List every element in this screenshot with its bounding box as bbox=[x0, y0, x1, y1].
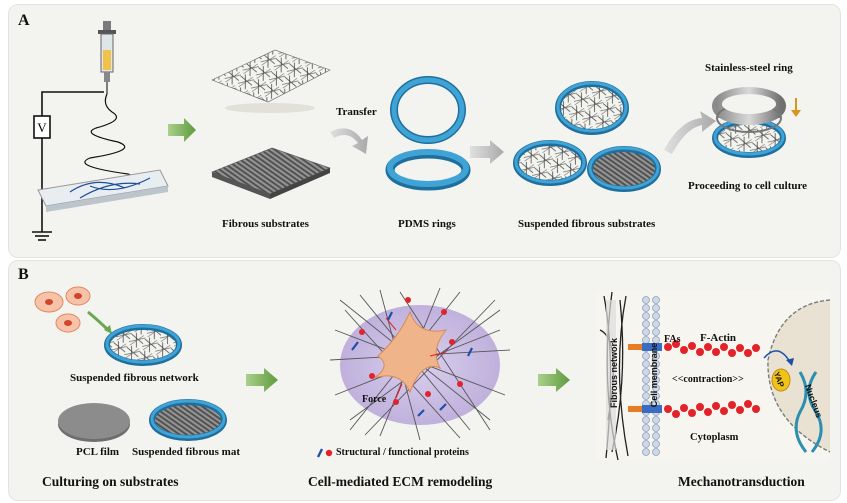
cytoplasm-label: Cytoplasm bbox=[690, 432, 739, 443]
pdms-rings bbox=[385, 76, 471, 191]
f-actin-label: F-Actin bbox=[700, 332, 737, 344]
fibrous-network-label: Fibrous network bbox=[609, 338, 619, 409]
fibrous-substrate-random bbox=[211, 147, 331, 199]
transfer-arrow-icon bbox=[330, 128, 368, 154]
panel-b-label: B bbox=[18, 266, 29, 283]
electrospinning-jet bbox=[84, 93, 135, 189]
contraction-label: <<contraction>> bbox=[672, 374, 744, 385]
suspended-fibrous-mat-caption: Suspended fibrous mat bbox=[132, 446, 240, 458]
collector-plate bbox=[37, 169, 169, 212]
seeding-arrow-head bbox=[104, 325, 112, 334]
fibrous-substrates-caption: Fibrous substrates bbox=[222, 218, 309, 230]
transfer-label: Transfer bbox=[336, 106, 377, 118]
down-arrow-icon bbox=[791, 98, 801, 117]
legend-proteins-label: Structural / functional proteins bbox=[336, 447, 469, 458]
legend-protein-markers bbox=[316, 448, 333, 458]
ecm-remodeling-caption: Cell-mediated ECM remodeling bbox=[308, 474, 493, 489]
process-arrow-icon bbox=[538, 368, 570, 392]
fibrous-substrate-aligned bbox=[211, 49, 331, 113]
mechanotransduction-illustration bbox=[596, 290, 831, 461]
pdms-rings-caption: PDMS rings bbox=[398, 218, 456, 230]
process-arrow-icon bbox=[246, 368, 278, 392]
suspended-fibrous-mat bbox=[149, 399, 227, 441]
proceeding-caption: Proceeding to cell culture bbox=[688, 180, 808, 192]
suspended-fibrous-network-caption: Suspended fibrous network bbox=[70, 372, 199, 384]
process-arrow-icon bbox=[168, 118, 196, 142]
syringe-icon bbox=[98, 21, 116, 94]
culturing-caption: Culturing on substrates bbox=[42, 474, 179, 489]
cell-membrane-label: Cell membrane bbox=[649, 342, 659, 408]
steel-ring-assembly bbox=[712, 87, 786, 158]
pcl-film-caption: PCL film bbox=[76, 446, 120, 458]
force-label: Force bbox=[362, 394, 387, 405]
suspended-fibrous-substrates bbox=[513, 81, 661, 192]
suspended-fibrous-substrates-caption: Suspended fibrous substrates bbox=[518, 218, 656, 230]
ecm-remodeling-illustration bbox=[329, 287, 511, 441]
panel-a-label: A bbox=[18, 12, 30, 29]
stainless-steel-ring-label: Stainless-steel ring bbox=[705, 62, 793, 74]
seeding-arrow-icon bbox=[87, 310, 110, 332]
fas-label: FAs bbox=[664, 334, 681, 345]
process-arrow-icon bbox=[470, 140, 504, 164]
high-voltage-circuit bbox=[32, 91, 104, 241]
suspended-fibrous-network bbox=[104, 324, 182, 366]
mechanotransduction-caption: Mechanotransduction bbox=[678, 474, 805, 489]
pcl-film bbox=[58, 403, 130, 442]
process-arrow-icon bbox=[664, 111, 716, 154]
cells-icon bbox=[34, 286, 91, 333]
voltage-symbol: V bbox=[37, 120, 47, 135]
